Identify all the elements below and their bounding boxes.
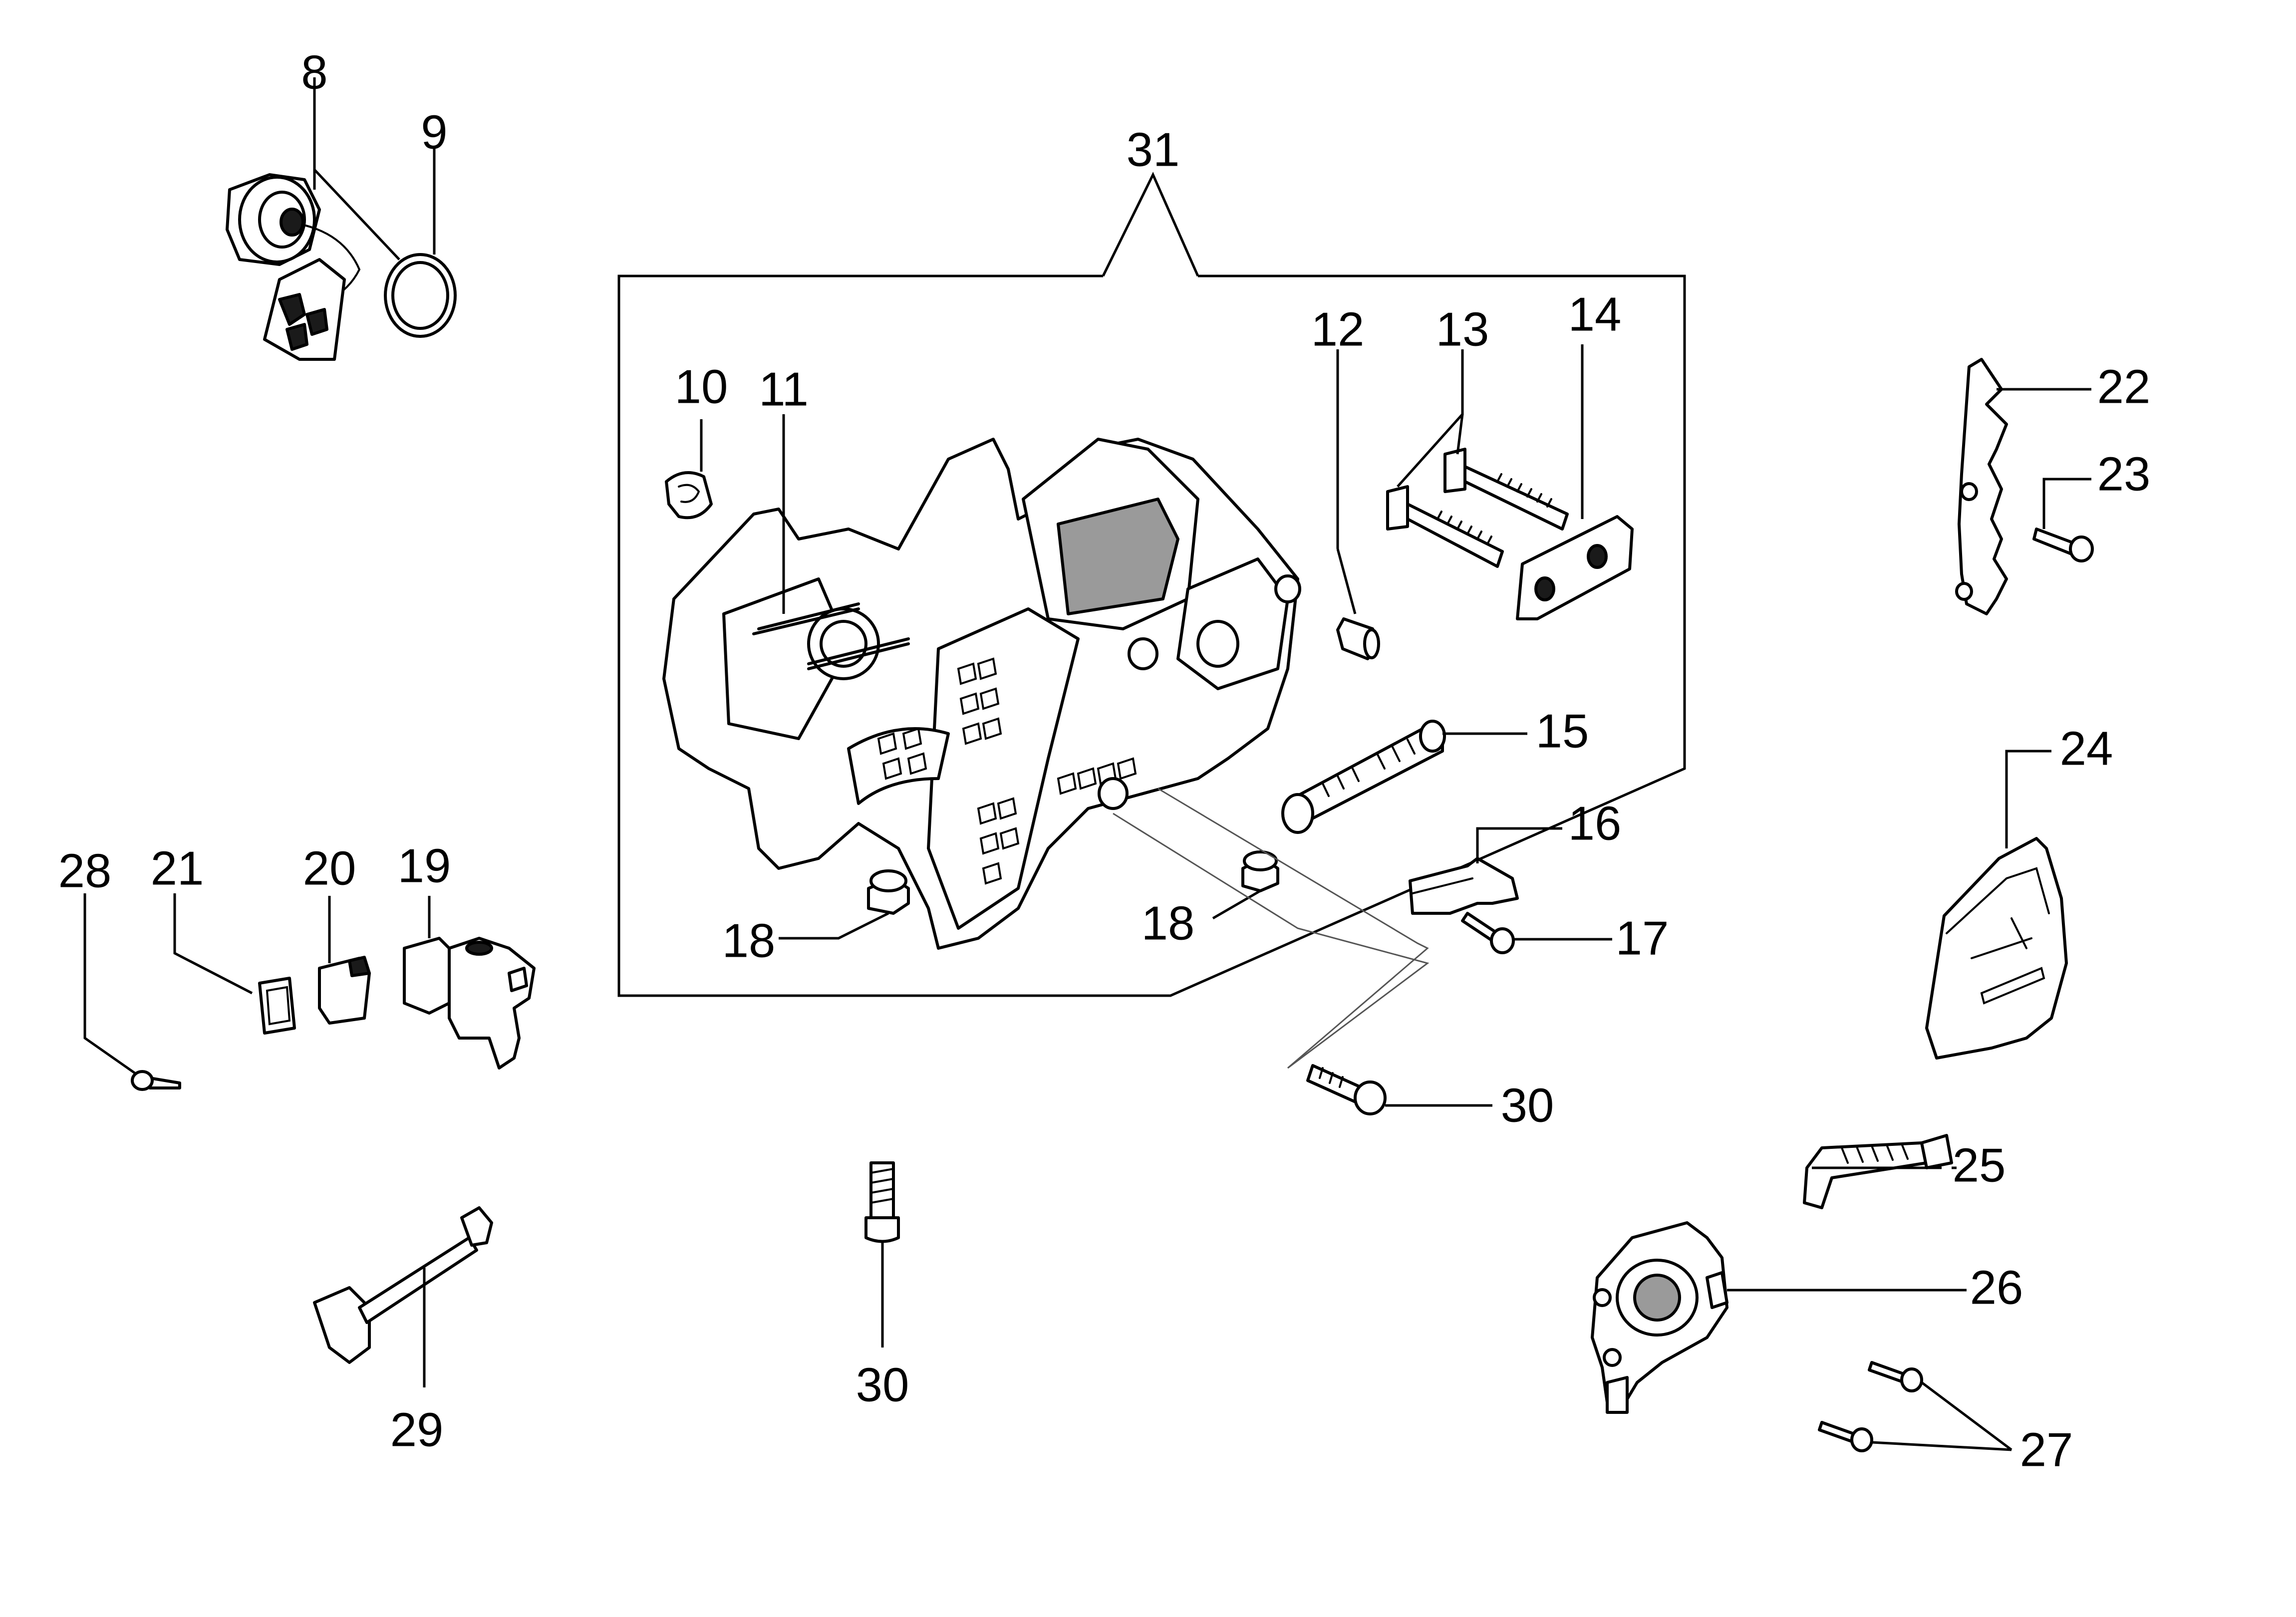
screw-part-27a [1868, 1361, 1923, 1392]
shaft-part-15 [1281, 720, 1446, 834]
callout-16: 16 [1568, 797, 1622, 850]
callout-25: 25 [1953, 1139, 2006, 1192]
callout-8: 8 [301, 46, 327, 99]
switch-housing-part-19 [403, 937, 536, 1070]
callout-15: 15 [1536, 705, 1589, 758]
callout-9: 9 [421, 106, 447, 159]
callout-31: 31 [1127, 123, 1180, 177]
oil-cap-part-8 [226, 173, 361, 361]
callout-13: 13 [1436, 303, 1489, 356]
callout-labels: 8 9 10 11 12 13 14 15 16 17 18 18 19 20 … [58, 46, 2151, 1477]
screw-part-27b [1818, 1421, 1873, 1452]
switch-part-20 [318, 956, 371, 1025]
callout-30a: 30 [1501, 1079, 1554, 1132]
oil-line-part-25 [1803, 1134, 1953, 1209]
lever-part-16 [1409, 857, 1519, 915]
callout-18a: 18 [722, 914, 776, 968]
callout-26: 26 [1970, 1261, 2023, 1315]
bolts-part-13 [1386, 448, 1569, 568]
clip-part-10 [665, 471, 713, 520]
callout-27: 27 [2020, 1423, 2073, 1477]
screw-part-28 [131, 1070, 181, 1091]
callout-23: 23 [2097, 448, 2151, 501]
assembly-31-frame [617, 172, 1686, 997]
callout-19: 19 [398, 839, 451, 893]
callout-12: 12 [1311, 303, 1365, 356]
bolt-part-30a [1306, 1064, 1387, 1115]
cover-part-21 [258, 977, 296, 1035]
plate-part-14 [1516, 515, 1634, 620]
callout-28: 28 [58, 844, 112, 898]
oil-pump-part-26 [1591, 1221, 1728, 1414]
callout-30b: 30 [856, 1358, 909, 1412]
bolt-part-30b [864, 1161, 900, 1243]
pin-part-12 [1336, 617, 1380, 660]
crankcase-main [662, 438, 1301, 950]
callout-14: 14 [1568, 288, 1622, 341]
rod-part-29 [313, 1206, 493, 1364]
grommet-part-18a [867, 869, 910, 915]
callout-17: 17 [1616, 912, 1669, 965]
callout-10: 10 [675, 360, 728, 414]
callout-24: 24 [2060, 722, 2113, 776]
callout-22: 22 [2097, 360, 2151, 414]
grommet-part-18b [1241, 850, 1279, 892]
screw-part-23 [2032, 528, 2094, 562]
callout-20: 20 [303, 842, 356, 895]
callout-18b: 18 [1142, 897, 1195, 950]
callout-11: 11 [759, 363, 809, 416]
callout-21: 21 [151, 842, 204, 895]
callout-29: 29 [390, 1403, 444, 1457]
screw-part-17 [1461, 912, 1515, 954]
bumper-part-22 [1955, 358, 2008, 615]
o-ring-part-9 [384, 253, 457, 338]
side-cover-part-24 [1925, 837, 2068, 1060]
